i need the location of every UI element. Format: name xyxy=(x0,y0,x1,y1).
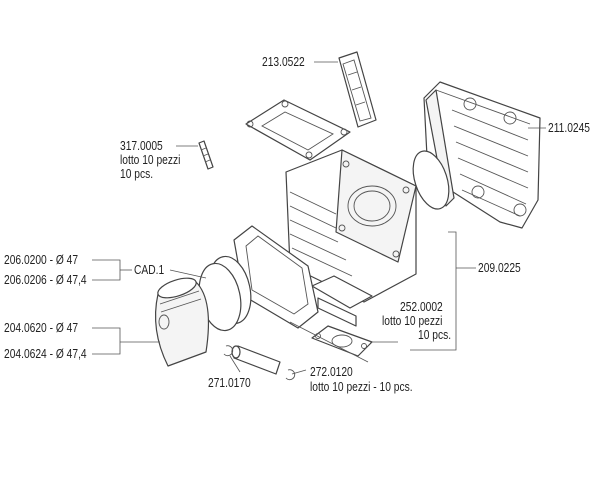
head-gasket-label: 209.0225 xyxy=(478,261,521,275)
piston-pin-part xyxy=(231,345,281,375)
circlip-label: 272.0120 xyxy=(310,365,353,379)
ring-b-label: 206.0206 - Ø 47,4 xyxy=(4,273,87,287)
cylinder-head-label: 211.0245 xyxy=(548,121,590,135)
stud-part xyxy=(198,140,214,170)
base-gasket-label: 252.0002 xyxy=(400,300,443,314)
exhaust-gasket-part xyxy=(311,325,373,357)
piston-pin-label: 271.0170 xyxy=(208,376,251,390)
intake-gasket-part xyxy=(245,99,351,161)
circlip-pack-label: lotto 10 pezzi - 10 pcs. xyxy=(310,380,413,394)
leader-lines xyxy=(92,61,546,375)
piston-a-label: 204.0620 - Ø 47 xyxy=(4,321,79,335)
piston-rings-part xyxy=(198,255,252,332)
stud-pack-label: lotto 10 pezzi xyxy=(120,153,181,167)
head-gasket-part xyxy=(412,150,450,210)
reed-valve-part xyxy=(338,51,377,128)
ring-qty-label: CAD.1 xyxy=(134,263,165,277)
reed-valve-label: 213.0522 xyxy=(262,55,305,69)
stud-label: 317.0005 xyxy=(120,139,163,153)
ring-a-label: 206.0200 - Ø 47 xyxy=(4,253,79,267)
circlips-part xyxy=(223,345,296,381)
stud-pcs-label: 10 pcs. xyxy=(120,167,154,181)
piston-b-label: 204.0624 - Ø 47,4 xyxy=(4,347,87,361)
piston-part xyxy=(154,277,210,367)
base-gasket-pack-label: lotto 10 pezzi xyxy=(382,314,443,328)
base-gasket-pcs-label: 10 pcs. xyxy=(418,328,452,342)
cylinder-part xyxy=(285,149,417,327)
